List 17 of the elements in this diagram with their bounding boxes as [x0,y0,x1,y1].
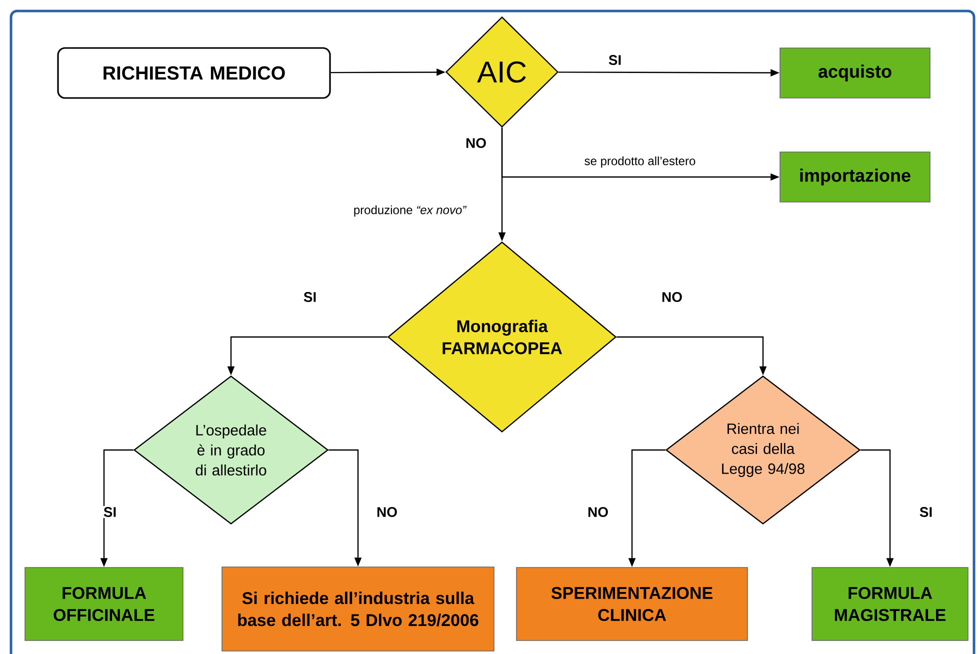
process-box: RICHIESTA MEDICO [57,47,331,99]
edge-label: SI [918,506,934,518]
outcome-box: FORMULA OFFICINALE [24,567,184,641]
outcome-box: Si richiede all’industria sulla base dell’art. 5 Dlvo 219/2006 [222,566,494,652]
outcome-box: importazione [780,152,930,202]
edge-label: NO [660,291,684,303]
branch-label: NO [464,137,488,149]
outcome-box: FORMULA MAGISTRALE [812,567,968,641]
edge-label: se prodotto all’estero [583,155,697,169]
edge-label: NO [586,506,610,518]
edge-label: NO [376,506,398,518]
edge-label: SI [102,506,118,518]
edge-label: produzione “ex novo” [352,204,468,218]
outcome-box: acquisto [780,48,930,98]
outcome-box: SPERIMENTAZIONE CLINICA [516,567,748,641]
edge-label: SI [302,291,318,303]
edge-label: SI [607,54,623,66]
